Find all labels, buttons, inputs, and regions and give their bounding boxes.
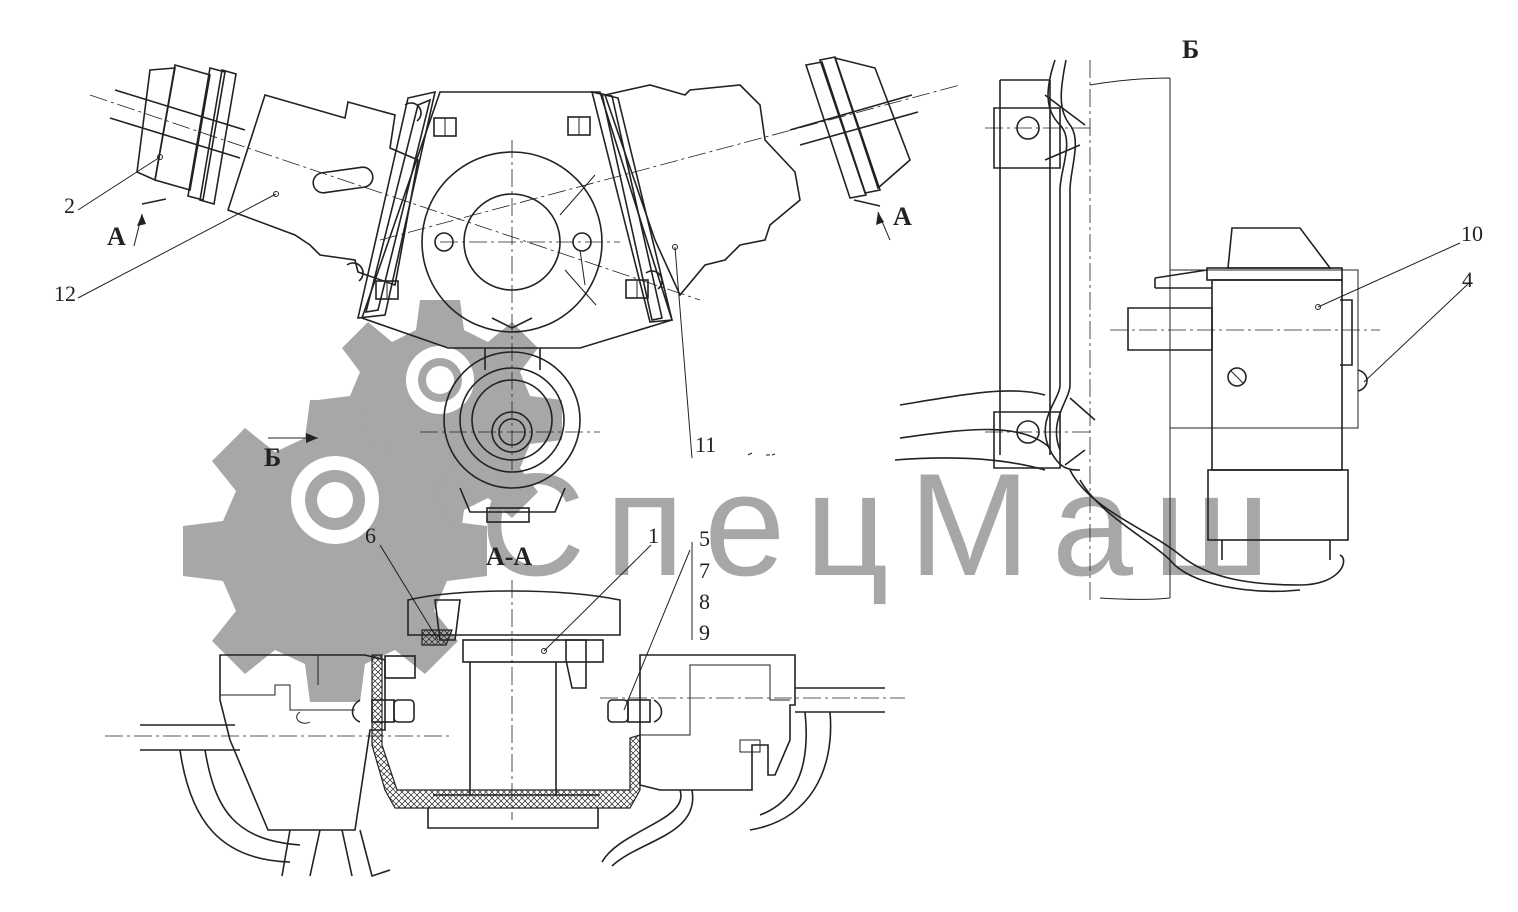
callout-5: 5 bbox=[699, 526, 710, 551]
bolt-icon bbox=[567, 116, 591, 136]
view-b-arrow-label: Б bbox=[264, 443, 281, 472]
bolt-icon bbox=[346, 262, 399, 300]
callout-2: 2 bbox=[64, 193, 75, 218]
top-assembly bbox=[77, 56, 961, 523]
callout-6: 6 bbox=[365, 523, 376, 548]
bolt-icon bbox=[625, 270, 663, 299]
callout-10: 10 bbox=[1461, 221, 1483, 246]
callout-7: 7 bbox=[699, 558, 710, 583]
callout-labels: 2 12 11 6 1 5 7 8 9 10 4 Б Б А А А-А bbox=[54, 35, 1483, 645]
view-b bbox=[894, 59, 1469, 600]
callout-11: 11 bbox=[695, 432, 716, 457]
bolt-icon bbox=[404, 102, 457, 137]
callout-8: 8 bbox=[699, 589, 710, 614]
watermark: СпецМаш bbox=[183, 300, 1270, 702]
callout-9: 9 bbox=[699, 620, 710, 645]
gear-icon bbox=[183, 400, 487, 702]
section-view bbox=[105, 542, 905, 878]
callout-12: 12 bbox=[54, 281, 76, 306]
section-label-right: А bbox=[893, 202, 912, 231]
watermark-text: СпецМаш bbox=[480, 443, 1270, 606]
section-label-left: А bbox=[107, 222, 126, 251]
section-title: А-А bbox=[486, 542, 532, 571]
view-b-title: Б bbox=[1182, 35, 1199, 64]
callout-4: 4 bbox=[1462, 267, 1473, 292]
callout-1: 1 bbox=[648, 523, 659, 548]
